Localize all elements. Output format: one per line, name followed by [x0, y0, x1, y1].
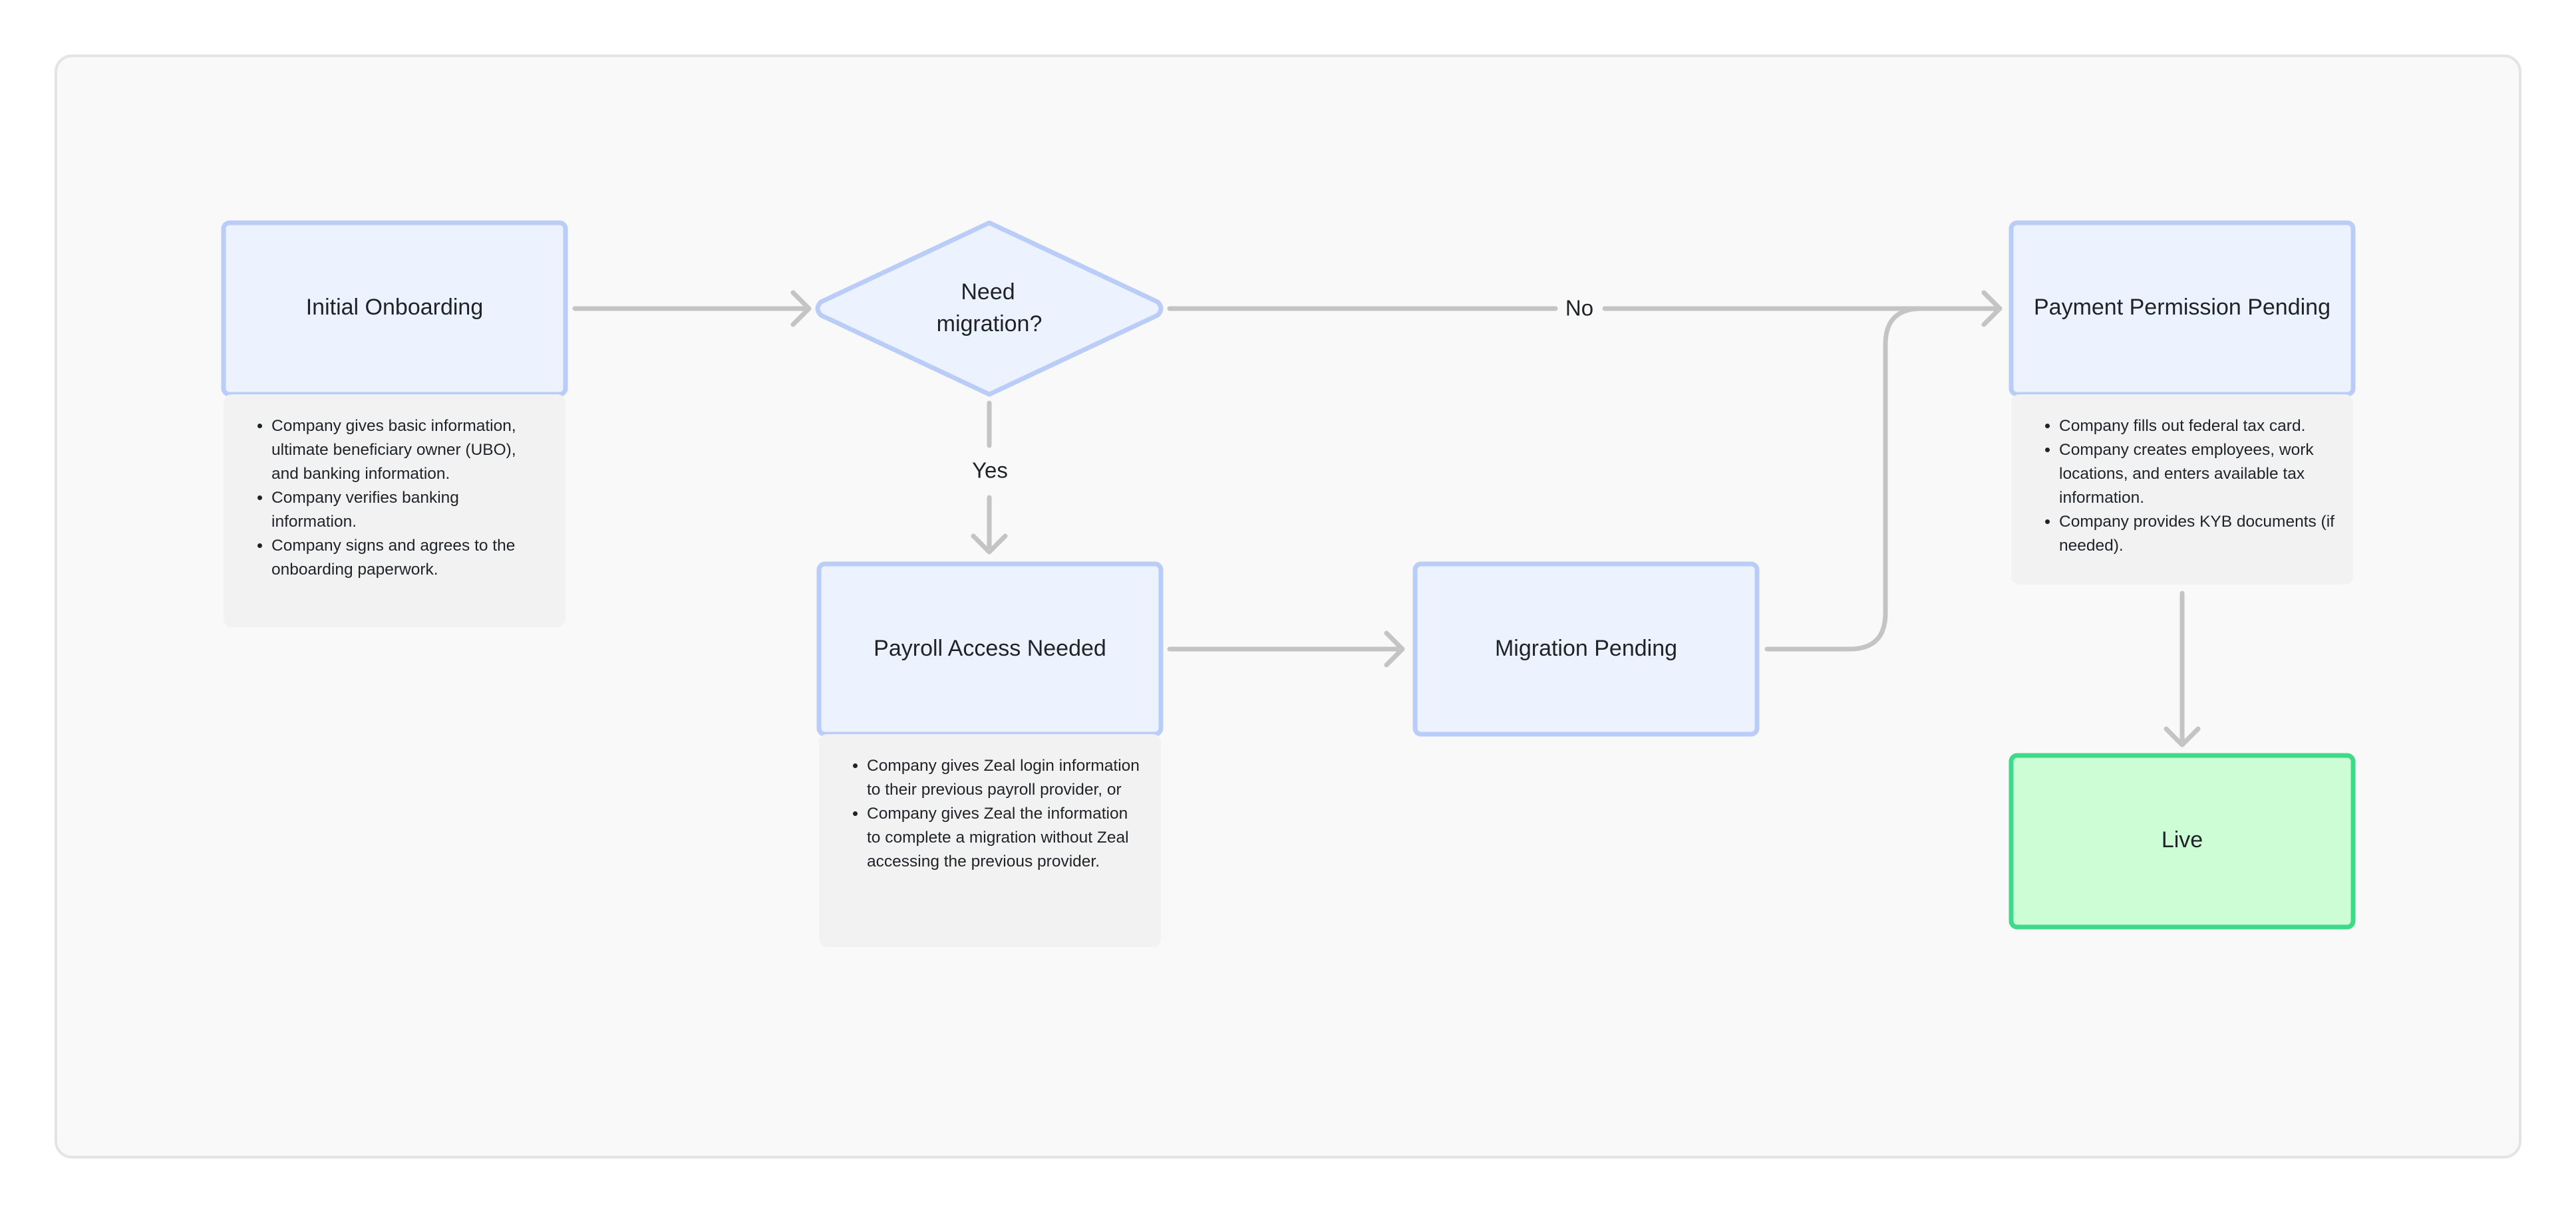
arrowhead-icon [790, 290, 812, 327]
arrowhead-icon [971, 533, 1008, 555]
node-live [2009, 753, 2356, 930]
notes-item: Company verifies banking information. [271, 486, 547, 534]
node-payment-permission-pending-label: Payment Permission Pending [2034, 295, 2331, 320]
notes-item: Company fills out federal tax card. [2059, 414, 2334, 438]
arrowhead-icon [1981, 290, 2003, 327]
notes-payroll-access-needed: Company gives Zeal login information to … [819, 734, 1161, 947]
node-need-migration-label-line2: migration? [937, 311, 1043, 337]
node-migration-pending-label: Migration Pending [1495, 636, 1677, 661]
notes-payment-permission-pending: Company fills out federal tax card. Comp… [2011, 394, 2353, 585]
edge-migration-to-payment [1764, 306, 2000, 652]
arrowhead-icon [1384, 630, 1405, 668]
edge-label-yes: Yes [972, 458, 1008, 483]
notes-item: Company gives Zeal the information to co… [867, 802, 1142, 874]
node-migration-pending [1412, 561, 1760, 737]
notes-item: Company gives Zeal login information to … [867, 754, 1142, 802]
notes-initial-onboarding: Company gives basic information, ultimat… [224, 394, 565, 627]
notes-item: Company creates employees, work location… [2059, 438, 2334, 510]
edge-label-no: No [1565, 296, 1593, 321]
arrowhead-icon [2164, 726, 2201, 747]
node-initial-onboarding-label: Initial Onboarding [306, 295, 484, 320]
notes-item: Company provides KYB documents (if neede… [2059, 510, 2334, 558]
node-payroll-access-needed-label: Payroll Access Needed [874, 636, 1106, 661]
notes-item: Company gives basic information, ultimat… [271, 414, 547, 486]
node-need-migration-decision [815, 220, 1164, 397]
node-need-migration-label-line1: Need [961, 279, 1015, 305]
node-live-label: Live [2162, 827, 2203, 853]
notes-item: Company signs and agrees to the onboardi… [271, 534, 547, 582]
